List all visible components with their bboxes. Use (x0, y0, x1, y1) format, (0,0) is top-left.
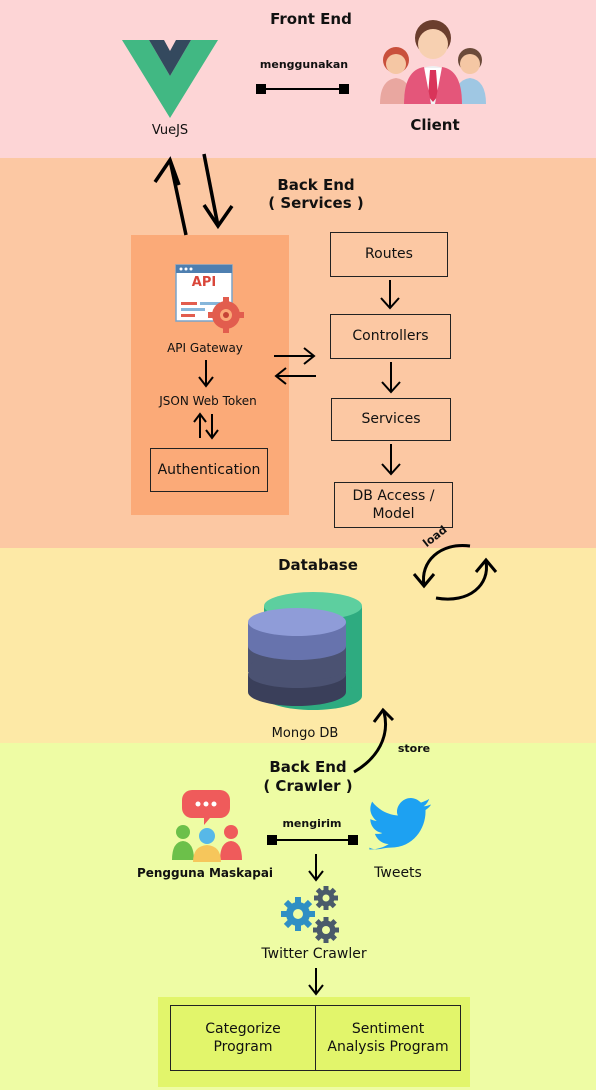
api-gateway-icon (175, 264, 244, 333)
mengirim-label: mengirim (282, 817, 342, 830)
store-label: store (397, 742, 431, 755)
mengirim-connector (267, 835, 358, 845)
mongodb-icon (248, 592, 362, 710)
categorize-program-box: Categorize Program (170, 1005, 316, 1071)
services-box: Services (331, 398, 451, 441)
airline-users-label: Pengguna Maskapai (136, 866, 274, 880)
tweets-label: Tweets (374, 865, 422, 881)
authentication-box: Authentication (150, 448, 268, 492)
client-label: Client (410, 116, 460, 134)
jwt-label: JSON Web Token (159, 394, 257, 408)
vuejs-logo-icon (122, 40, 218, 118)
menggunakan-label: menggunakan (259, 58, 349, 71)
controllers-box: Controllers (330, 314, 451, 359)
vuejs-label: VueJS (151, 123, 189, 138)
menggunakan-connector (256, 84, 349, 94)
db-access-model-box: DB Access / Model (334, 482, 453, 528)
programs-panel (158, 997, 470, 1087)
frontend-title: Front End (270, 10, 352, 28)
twitter-crawler-label: Twitter Crawler (261, 946, 367, 962)
routes-box: Routes (330, 232, 448, 277)
database-title: Database (278, 556, 358, 574)
mongodb-label: Mongo DB (271, 726, 339, 741)
airline-users-icon (172, 790, 242, 862)
twitter-bird-icon (369, 798, 432, 850)
crawler-title-line2: ( Crawler ) (263, 777, 353, 795)
backend-services-section (0, 158, 596, 548)
sentiment-analysis-program-box: Sentiment Analysis Program (315, 1005, 461, 1071)
crawler-title-line1: Back End (269, 758, 347, 776)
services-title-line1: Back End (277, 176, 355, 194)
services-title-line2: ( Services ) (268, 194, 364, 212)
api-gateway-label: API Gateway (167, 341, 243, 355)
frontend-section (0, 0, 596, 158)
api-badge-text: API (191, 275, 217, 290)
client-group-icon (380, 20, 486, 104)
twitter-crawler-gears-icon (281, 886, 339, 943)
